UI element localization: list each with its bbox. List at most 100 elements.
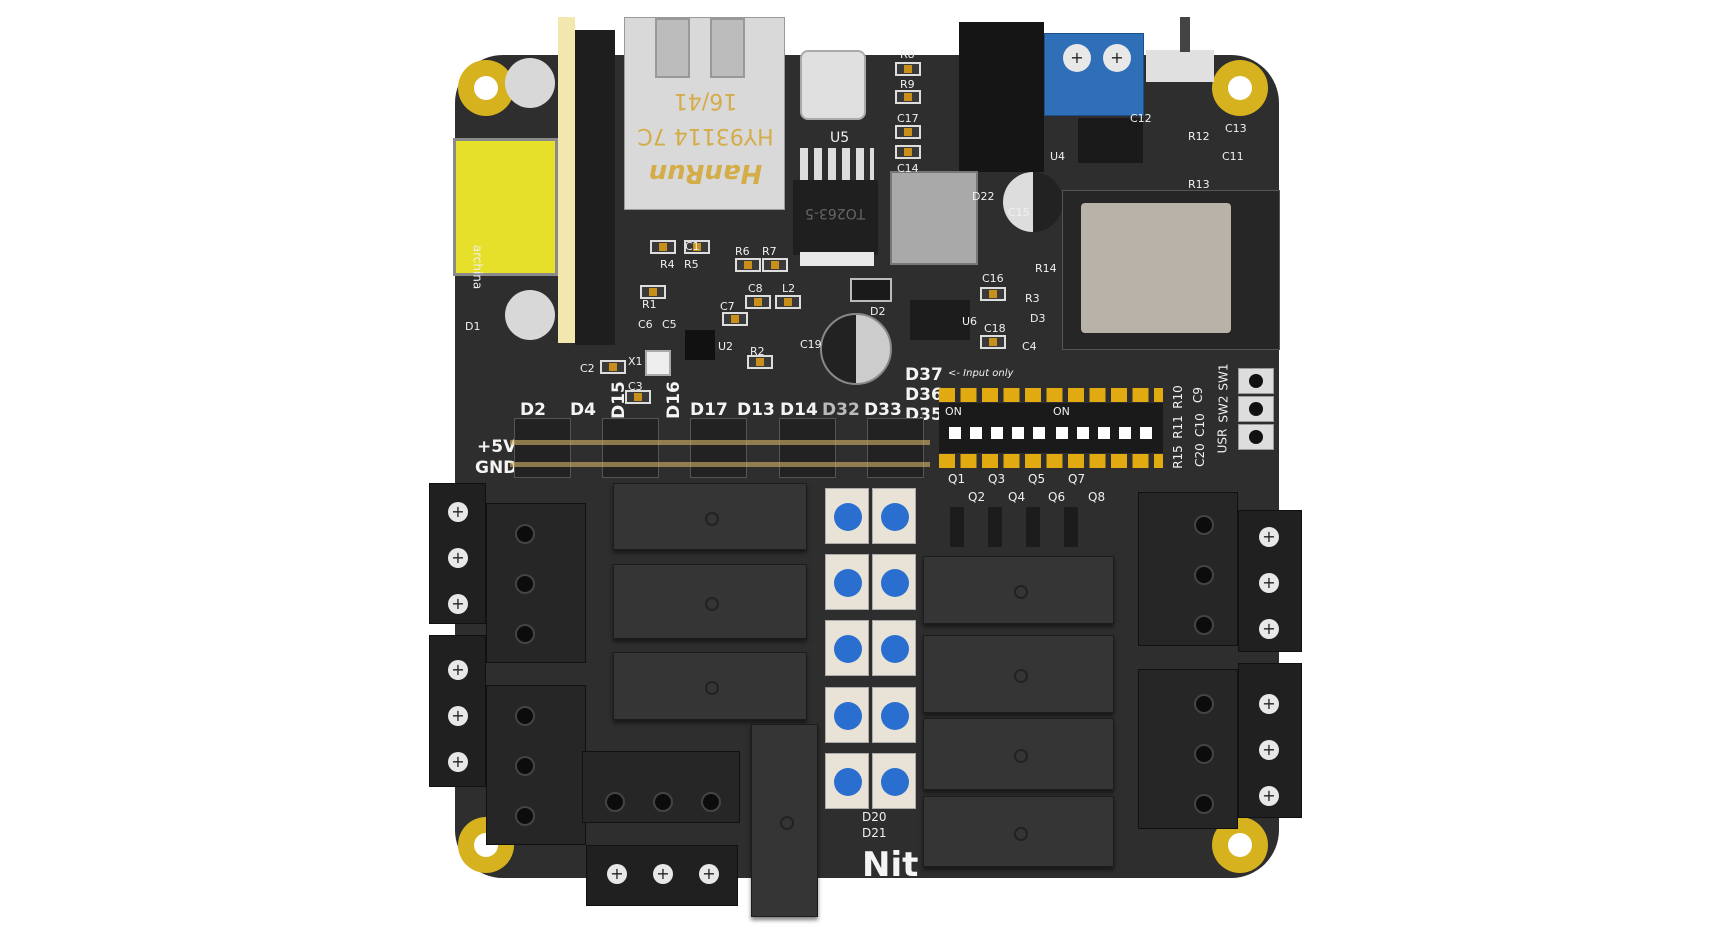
terminal-block[interactable]: + + +: [586, 845, 738, 906]
terminal-block[interactable]: + + +: [1238, 663, 1302, 818]
screw-icon: +: [448, 752, 468, 772]
slide-switch-handle[interactable]: [1180, 17, 1190, 52]
screw-icon: +: [448, 706, 468, 726]
relay-button[interactable]: [872, 620, 916, 676]
terminal-block[interactable]: + + +: [1238, 510, 1302, 652]
dip-switch-bank[interactable]: ON ON: [939, 403, 1163, 453]
ref-label: C18: [984, 322, 1006, 335]
terminal-plug[interactable]: [486, 503, 586, 663]
blue-terminal-block[interactable]: + +: [1044, 33, 1144, 116]
ref-label: Q1: [948, 472, 966, 486]
ref-label: C7: [720, 300, 735, 313]
pin-label-d36: D36: [905, 385, 943, 405]
screw-icon: +: [448, 594, 468, 614]
relay-button[interactable]: [872, 753, 916, 809]
relay-button[interactable]: [872, 488, 916, 544]
ref-label: Q4: [1008, 490, 1026, 504]
terminal-block[interactable]: + + +: [429, 635, 486, 787]
capacitor-c2: [600, 360, 626, 374]
terminal-plug[interactable]: [582, 751, 740, 823]
capacitor-c14: [895, 145, 921, 159]
input-only-note: <- Input only: [948, 368, 1014, 379]
header-label: D17: [690, 400, 728, 420]
dip-switch[interactable]: [949, 427, 961, 439]
relay-button[interactable]: [872, 554, 916, 610]
ethernet-brand: HanRun: [648, 158, 763, 188]
relay-button[interactable]: [825, 687, 869, 743]
dip-switch[interactable]: [1119, 427, 1131, 439]
label-gnd: GND: [475, 458, 518, 478]
ref-label: C9: [1191, 386, 1206, 404]
screw-icon: +: [448, 660, 468, 680]
tactile-switch-sw1[interactable]: [1238, 368, 1274, 394]
terminal-plug[interactable]: [1138, 492, 1238, 646]
esp32-module: [1062, 190, 1280, 350]
ref-label: R11: [1170, 415, 1185, 439]
ref-label: L2: [782, 282, 796, 295]
dip-switch[interactable]: [1012, 427, 1024, 439]
relay: [613, 564, 807, 639]
resistor-r5: [684, 240, 710, 254]
capacitor-c7: [722, 312, 748, 326]
ref-label: C3: [628, 380, 643, 393]
dip-switch[interactable]: [1098, 427, 1110, 439]
relay: [613, 652, 807, 720]
header-pins: [510, 425, 930, 475]
relay-button[interactable]: [872, 687, 916, 743]
relay: [923, 796, 1114, 867]
ethernet-jack[interactable]: 16/41 HY93114 7C HanRun: [624, 17, 785, 210]
capacitor-c19: [820, 313, 892, 385]
ref-label: C20: [1192, 443, 1207, 467]
capacitor-c18: [980, 335, 1006, 349]
ref-label: R9: [900, 78, 915, 91]
ref-label: C11: [1222, 150, 1244, 163]
capacitor-c3: [625, 390, 651, 404]
screw-icon: +: [1259, 786, 1279, 806]
resistor-r2: [747, 355, 773, 369]
terminal-plug[interactable]: [486, 685, 586, 845]
wire-entry: [653, 792, 673, 812]
chip-u2: [685, 330, 715, 360]
relay-button[interactable]: [825, 620, 869, 676]
ref-label: C14: [897, 162, 919, 175]
relay: [923, 635, 1114, 713]
header-label: D33: [864, 400, 902, 420]
relay: [751, 724, 818, 917]
screw-icon: +: [1063, 44, 1091, 72]
resistor-r9: [895, 90, 921, 104]
screw-icon: +: [607, 864, 627, 884]
relay: [923, 556, 1114, 624]
ref-label: R8: [900, 48, 915, 61]
wire-entry: [515, 574, 535, 594]
terminal-plug[interactable]: [1138, 669, 1238, 829]
terminal-block[interactable]: + + +: [429, 483, 486, 624]
screw-icon: +: [699, 864, 719, 884]
regulator-u5: TO263-5: [793, 180, 878, 255]
screw-icon: +: [1259, 573, 1279, 593]
transformer: [453, 138, 558, 276]
slide-switch[interactable]: [1146, 50, 1214, 82]
crystal-x1: [645, 350, 671, 376]
header-label: D15: [608, 381, 629, 419]
dc-barrel-jack[interactable]: [959, 22, 1044, 172]
dip-switch[interactable]: [991, 427, 1003, 439]
dip-switch[interactable]: [970, 427, 982, 439]
dip-switch[interactable]: [1140, 427, 1152, 439]
ref-label: Q6: [1048, 490, 1066, 504]
dip-switch[interactable]: [1033, 427, 1045, 439]
wire-entry: [1194, 744, 1214, 764]
relay-button[interactable]: [825, 554, 869, 610]
ethernet-label-1: 16/41: [673, 88, 738, 113]
regulator-u6: [910, 300, 970, 340]
tactile-switch-usr[interactable]: [1238, 424, 1274, 450]
dip-switch[interactable]: [1077, 427, 1089, 439]
ref-label: R13: [1188, 178, 1210, 191]
ref-label: D22: [972, 190, 995, 203]
switch-label-sw1: SW1: [1216, 363, 1231, 391]
dip-switch[interactable]: [1056, 427, 1068, 439]
relay-button[interactable]: [825, 753, 869, 809]
relay-button[interactable]: [825, 488, 869, 544]
tactile-switch-sw2[interactable]: [1238, 396, 1274, 422]
usb-c-port[interactable]: [800, 50, 866, 120]
ref-label: C17: [897, 112, 919, 125]
